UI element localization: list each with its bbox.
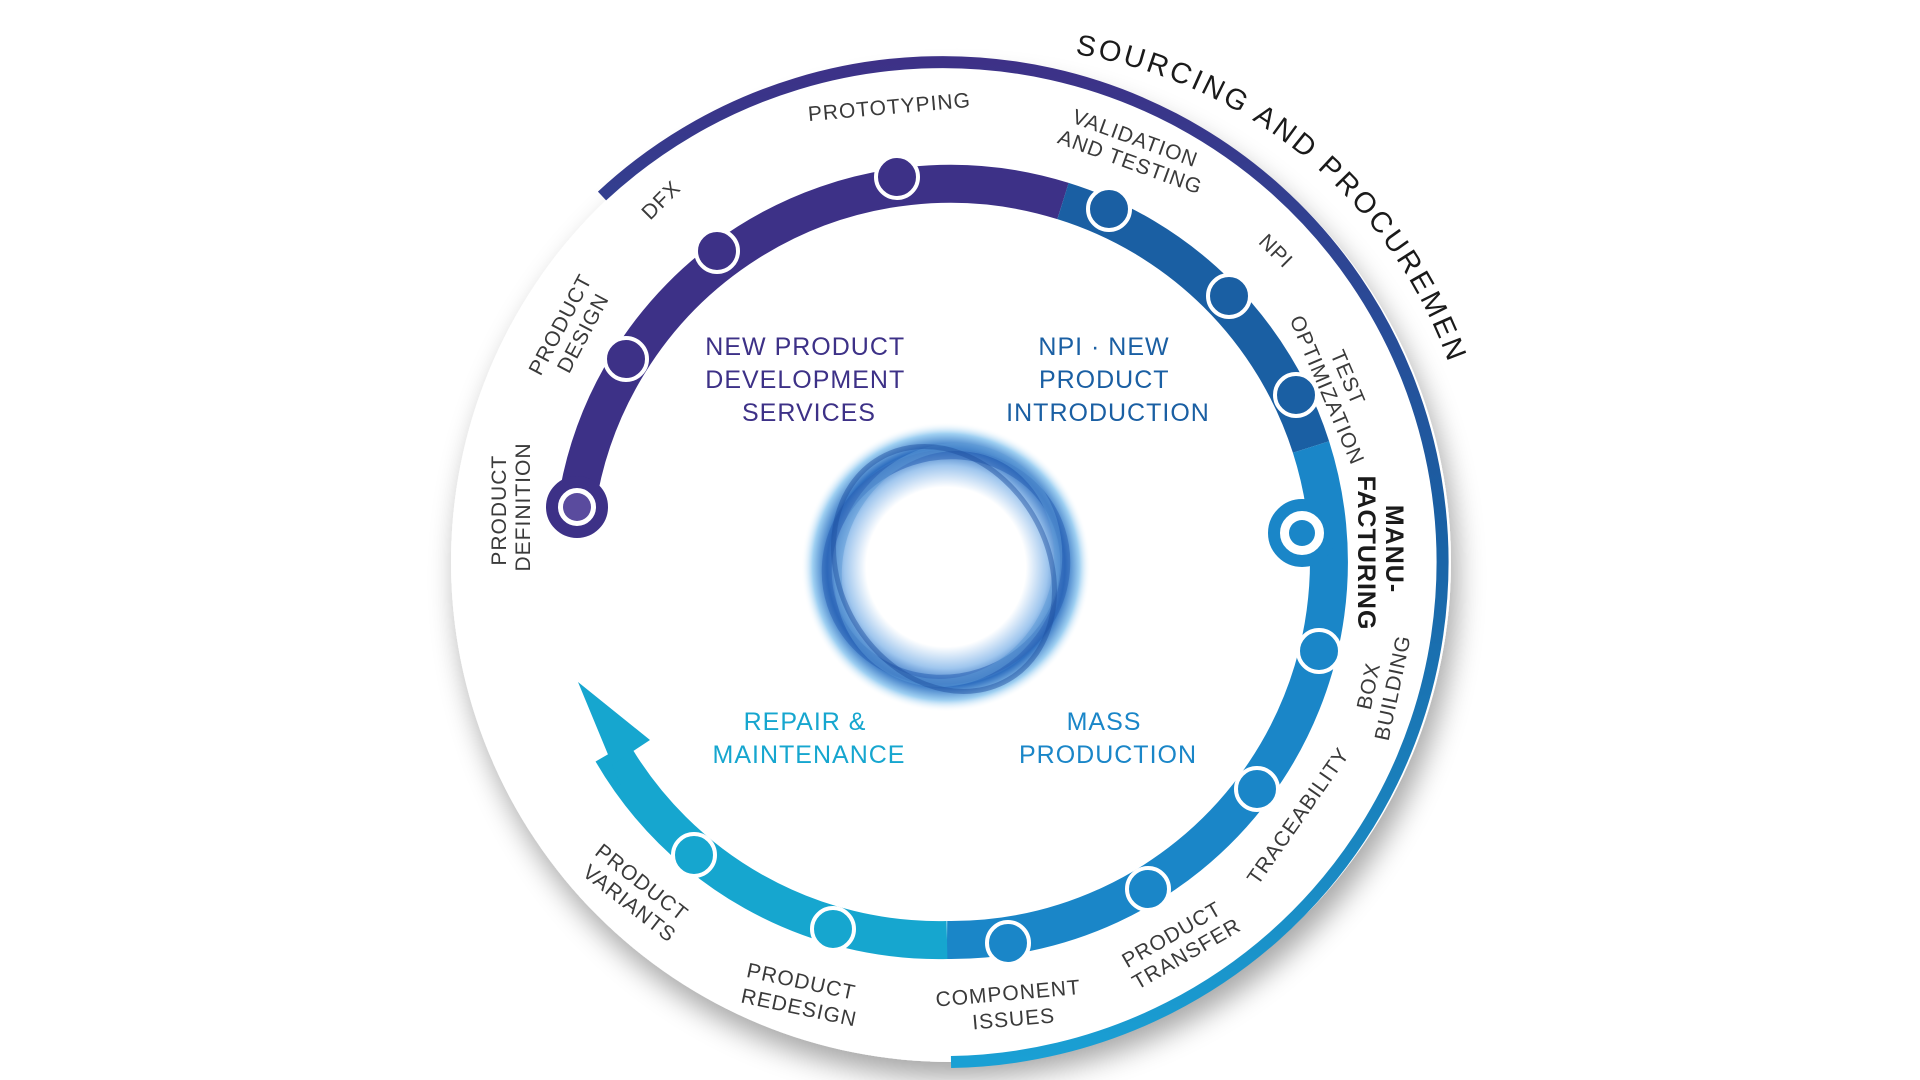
node-manufacturing-core bbox=[1289, 520, 1315, 546]
node-product-definition-core bbox=[563, 493, 591, 521]
track-repair bbox=[595, 742, 948, 960]
cycle-arrowhead bbox=[578, 682, 650, 798]
node-product-variants bbox=[671, 832, 717, 878]
node-dfx bbox=[694, 228, 740, 274]
node-validation bbox=[1086, 186, 1132, 232]
center-swirl-image bbox=[801, 422, 1091, 712]
label-npd: NEW PRODUCT DEVELOPMENT SERVICES bbox=[705, 333, 912, 427]
track-npd bbox=[557, 164, 1069, 512]
label-repair: REPAIR & MAINTENANCE bbox=[713, 708, 906, 769]
sourcing-ring bbox=[597, 56, 1449, 1068]
node-component-issues bbox=[985, 920, 1031, 966]
label-manufacturing: MANU- FACTURING bbox=[1352, 476, 1408, 631]
node-traceability bbox=[1234, 766, 1280, 812]
node-product-design bbox=[603, 336, 649, 382]
label-product-redesign: PRODUCT REDESIGN bbox=[739, 959, 864, 1031]
node-box-building bbox=[1296, 628, 1342, 674]
node-prototyping bbox=[874, 154, 920, 200]
node-product-transfer bbox=[1125, 866, 1171, 912]
node-test-optimization bbox=[1273, 372, 1319, 418]
node-product-redesign bbox=[810, 906, 856, 952]
step-nodes bbox=[546, 154, 1342, 966]
label-mass: MASS PRODUCTION bbox=[1019, 708, 1197, 769]
node-npi bbox=[1206, 273, 1252, 319]
label-npi-intro: NPI · NEW PRODUCT INTRODUCTION bbox=[1006, 333, 1210, 427]
label-product-definition: PRODUCT DEFINITION bbox=[488, 443, 535, 572]
